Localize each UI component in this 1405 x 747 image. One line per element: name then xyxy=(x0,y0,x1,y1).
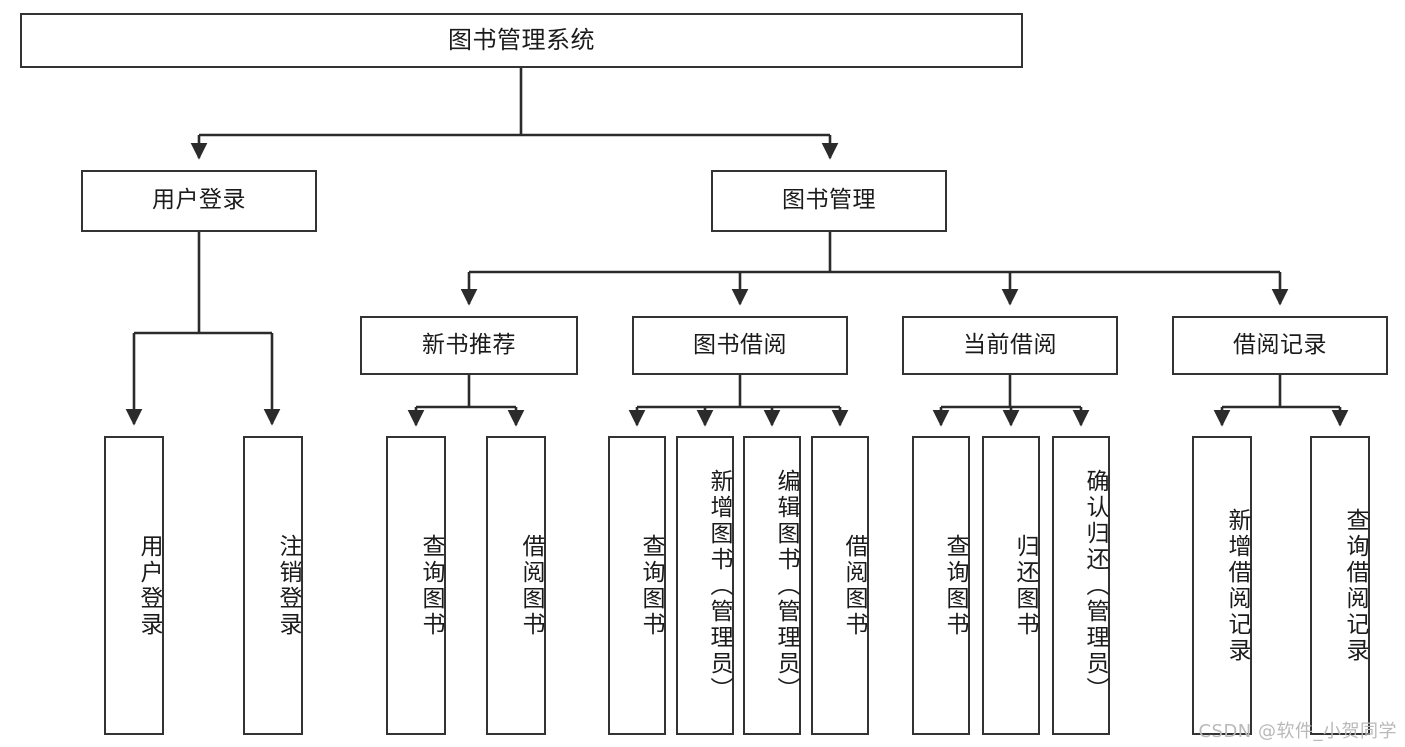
node-br-add-record[interactable]: 新增借阅记录 xyxy=(1192,436,1252,735)
node-borrow-record[interactable]: 借阅记录 xyxy=(1172,316,1388,375)
node-cb-return-book[interactable]: 归还图书 xyxy=(982,436,1040,735)
node-current-borrow-label: 当前借阅 xyxy=(963,331,1057,358)
node-cb-return-book-label: 归还图书 xyxy=(1012,533,1038,638)
node-user-login-leaf-label: 用户登录 xyxy=(136,533,162,638)
node-bb-add-book[interactable]: 新增图书（管理员） xyxy=(676,436,734,735)
node-user-logout-leaf-label: 注销登录 xyxy=(275,533,301,638)
node-root[interactable]: 图书管理系统 xyxy=(20,13,1023,68)
node-book-manage-label: 图书管理 xyxy=(782,187,876,214)
node-user-login-leaf[interactable]: 用户登录 xyxy=(104,436,164,735)
node-cb-query-book-label: 查询图书 xyxy=(942,533,968,638)
node-br-add-record-label: 新增借阅记录 xyxy=(1224,507,1250,664)
node-cb-query-book[interactable]: 查询图书 xyxy=(912,436,970,735)
node-bb-edit-book[interactable]: 编辑图书（管理员） xyxy=(743,436,801,735)
node-new-book-rec[interactable]: 新书推荐 xyxy=(360,316,578,375)
new-book-rec-connectors xyxy=(407,375,525,427)
node-bb-borrow-book-label: 借阅图书 xyxy=(841,533,867,638)
borrow-record-connectors xyxy=(1213,375,1349,427)
user-login-connectors xyxy=(125,232,281,426)
node-user-logout-leaf[interactable]: 注销登录 xyxy=(243,436,303,735)
csdn-watermark: CSDN @软件_小贺同学 xyxy=(1198,721,1397,742)
book-manage-connectors xyxy=(460,232,1289,306)
node-bb-add-book-label: 新增图书（管理员） xyxy=(706,468,732,703)
node-nbr-borrow-book-label: 借阅图书 xyxy=(518,533,544,638)
node-nbr-borrow-book[interactable]: 借阅图书 xyxy=(486,436,546,735)
node-new-book-rec-label: 新书推荐 xyxy=(422,331,516,358)
book-borrow-connectors xyxy=(628,375,849,427)
root-to-level1-connectors xyxy=(190,68,839,160)
node-cb-confirm-return[interactable]: 确认归还（管理员） xyxy=(1052,436,1110,735)
node-nbr-query-book-label: 查询图书 xyxy=(418,533,444,638)
node-user-login-label: 用户登录 xyxy=(152,187,246,214)
node-current-borrow[interactable]: 当前借阅 xyxy=(902,316,1118,375)
node-user-login[interactable]: 用户登录 xyxy=(81,170,317,232)
node-book-borrow-label: 图书借阅 xyxy=(693,331,787,358)
node-nbr-query-book[interactable]: 查询图书 xyxy=(386,436,446,735)
node-br-query-record[interactable]: 查询借阅记录 xyxy=(1310,436,1370,735)
node-bb-query-book-label: 查询图书 xyxy=(638,533,664,638)
node-root-label: 图书管理系统 xyxy=(448,26,595,55)
node-cb-confirm-return-label: 确认归还（管理员） xyxy=(1082,468,1108,703)
node-bb-query-book[interactable]: 查询图书 xyxy=(608,436,666,735)
node-borrow-record-label: 借阅记录 xyxy=(1233,331,1327,358)
node-bb-borrow-book[interactable]: 借阅图书 xyxy=(811,436,869,735)
current-borrow-connectors xyxy=(932,375,1090,427)
node-book-borrow[interactable]: 图书借阅 xyxy=(632,316,848,375)
node-br-query-record-label: 查询借阅记录 xyxy=(1342,507,1368,664)
node-bb-edit-book-label: 编辑图书（管理员） xyxy=(773,468,799,703)
node-book-manage[interactable]: 图书管理 xyxy=(711,170,947,232)
